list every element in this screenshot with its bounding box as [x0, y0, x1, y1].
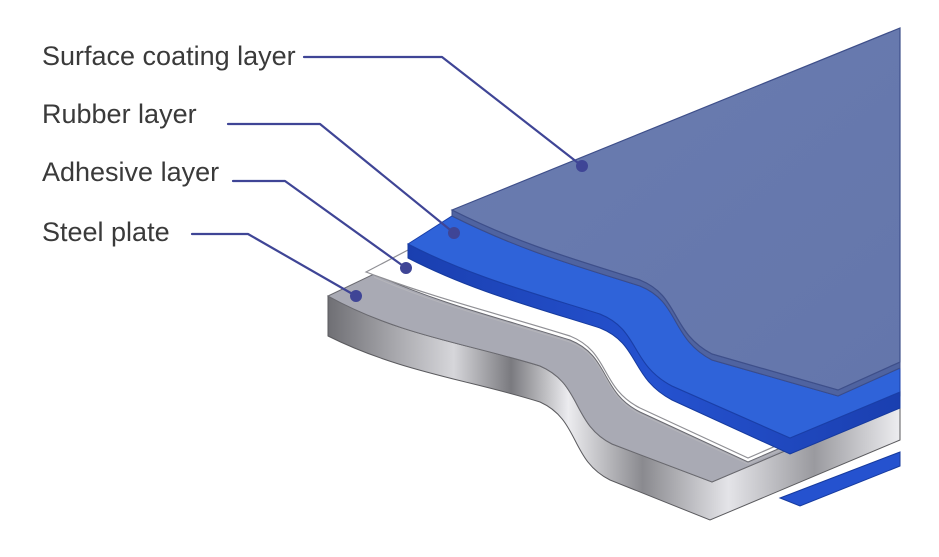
leader-line-rubber: [226, 122, 456, 235]
surface-coating-top: [450, 27, 901, 391]
leader-line-adhesive: [231, 179, 408, 270]
leader-line-steel: [190, 232, 358, 298]
leader-dot-rubber: [448, 227, 460, 239]
leader-dot-steel: [350, 290, 362, 302]
leader-lines: [190, 55, 584, 298]
rubber-layer-bottom-strip: [778, 451, 901, 507]
leader-dot-coating: [576, 160, 588, 172]
label-rubber-layer: Rubber layer: [42, 99, 197, 129]
leader-dot-adhesive: [400, 262, 412, 274]
surface-coating-layer: [450, 27, 901, 397]
label-adhesive-layer: Adhesive layer: [42, 157, 220, 187]
leader-line-coating: [302, 55, 584, 168]
label-steel-plate: Steel plate: [42, 217, 170, 247]
adhesive-layer-edge: [373, 276, 901, 465]
leader-dots: [350, 160, 588, 302]
label-surface-coating-layer: Surface coating layer: [42, 41, 296, 71]
